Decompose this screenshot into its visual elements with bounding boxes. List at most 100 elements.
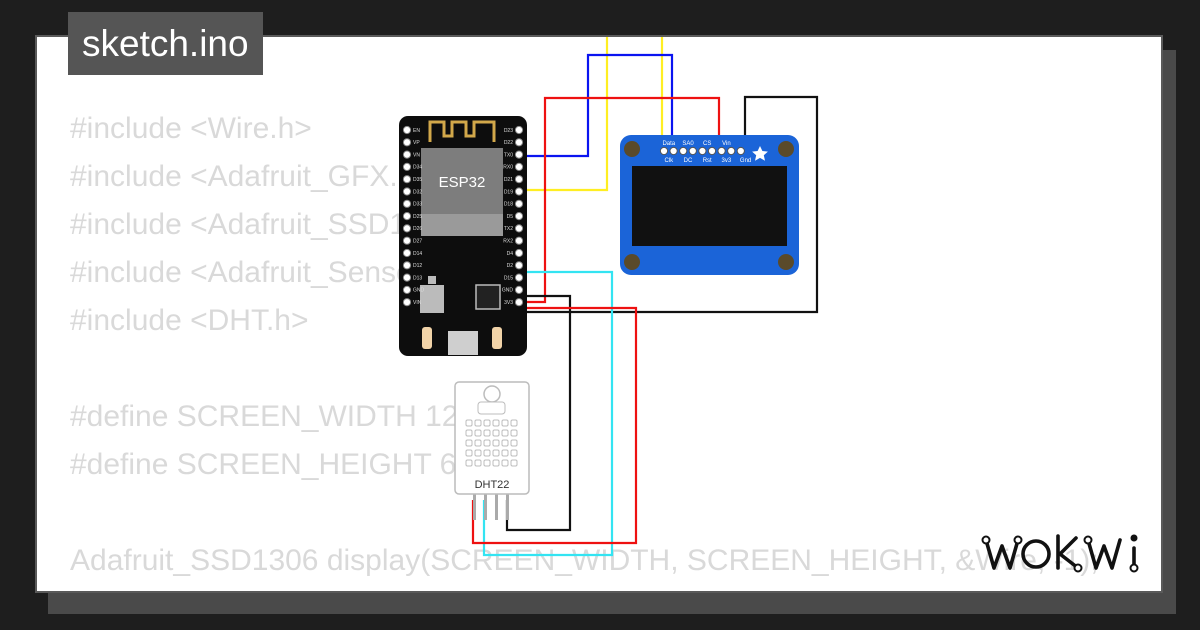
esp32-pin[interactable] (402, 175, 412, 184)
esp32-pin-label: D14 (413, 251, 422, 257)
oled-pin[interactable] (659, 146, 669, 156)
oled-pin-label: Gnd (740, 158, 751, 164)
wire-black[interactable] (519, 95, 819, 314)
vent-hole (483, 449, 491, 457)
esp32-pin[interactable] (514, 199, 524, 208)
esp32-pin[interactable] (402, 138, 412, 147)
esp32-pin-label: D33 (413, 202, 422, 208)
esp32-pin-label: D13 (413, 275, 422, 281)
esp32-pin[interactable] (402, 236, 412, 245)
esp32-pin-label: GND (413, 288, 425, 294)
esp32-pin-label: TX2 (504, 226, 513, 232)
esp32-pin[interactable] (402, 224, 412, 233)
oled-pin-label: CS (703, 141, 711, 147)
vent-hole (483, 429, 491, 437)
esp32-pin[interactable] (402, 187, 412, 196)
oled-pin[interactable] (679, 146, 688, 156)
esp32-pin[interactable] (514, 298, 524, 307)
esp32-pin-label: VIN (413, 300, 422, 306)
vent-hole (510, 449, 518, 457)
esp32-label: ESP32 (439, 174, 486, 191)
esp32-pin-label: TX0 (504, 152, 513, 158)
esp32-pin[interactable] (514, 285, 524, 294)
esp32-pin-label: D27 (413, 239, 422, 245)
esp32-board[interactable]: ESP32 ENVPVND34D35D32D33D25D26D27D14D12D… (399, 116, 527, 356)
oled-pin-label: 3v3 (722, 158, 732, 164)
esp32-pin[interactable] (402, 212, 412, 221)
esp32-pin-label: VP (413, 140, 420, 146)
project-card[interactable]: #include <Wire.h> #include <Adafruit_GFX… (35, 35, 1163, 593)
esp32-pin-label: D32 (413, 189, 422, 195)
vent-hole (465, 449, 473, 457)
esp32-pin[interactable] (402, 248, 412, 258)
oled-pin[interactable] (698, 146, 707, 156)
vent-hole (465, 439, 473, 447)
esp32-pin[interactable] (514, 248, 524, 258)
esp32-pin[interactable] (402, 285, 412, 294)
esp32-pin-label: D25 (413, 214, 422, 220)
esp32-pin[interactable] (402, 261, 412, 270)
esp32-pin[interactable] (514, 138, 524, 147)
esp32-pin[interactable] (402, 199, 412, 208)
oled-pin[interactable] (727, 146, 736, 156)
esp32-pin[interactable] (402, 125, 412, 135)
oled-pin-label: Vin (722, 141, 731, 147)
star-icon (752, 146, 768, 161)
esp32-pin-label: D21 (504, 177, 513, 183)
esp32-pin[interactable] (402, 150, 412, 159)
dht22-sensor[interactable]: DHT22 (454, 381, 530, 520)
esp32-pin[interactable] (402, 273, 412, 282)
oled-pin[interactable] (688, 146, 697, 156)
esp32-pin[interactable] (514, 273, 524, 282)
wire-cyan[interactable] (482, 270, 614, 557)
oled-pin[interactable] (736, 146, 745, 156)
vent-hole (492, 439, 500, 447)
wire-red[interactable] (471, 306, 638, 545)
oled-pin-label: DC (684, 158, 693, 164)
esp32-pin[interactable] (514, 150, 524, 159)
vent-hole (465, 459, 473, 467)
vent-hole (501, 449, 509, 457)
vent-hole (510, 419, 518, 427)
oled-pin[interactable] (707, 146, 717, 156)
code-line: Adafruit_SSD1306 display(SCREEN_WIDTH, S… (70, 544, 1099, 577)
esp32-pins-left: ENVPVND34D35D32D33D25D26D27D14D12D13GNDV… (402, 125, 425, 307)
vent-hole (510, 439, 518, 447)
wokwi-logo[interactable] (980, 528, 1150, 576)
esp32-pin[interactable] (402, 298, 412, 307)
file-name-label[interactable]: sketch.ino (68, 12, 263, 75)
vent-hole (510, 459, 518, 467)
oled-pin-label: Data (662, 141, 675, 147)
esp32-pin[interactable] (402, 162, 412, 171)
esp32-pin-label: D4 (507, 251, 514, 257)
oled-pin[interactable] (717, 146, 726, 156)
wire-yellow[interactable] (519, 37, 609, 192)
esp32-pin[interactable] (514, 212, 524, 221)
esp32-pin-label: D18 (504, 202, 513, 208)
esp32-pin[interactable] (514, 187, 524, 196)
esp32-pin[interactable] (514, 261, 524, 270)
vent-hole (474, 439, 482, 447)
esp32-pin[interactable] (514, 125, 524, 135)
esp32-pin[interactable] (514, 224, 524, 233)
wire-blue[interactable] (519, 53, 674, 158)
esp32-pin-label: D22 (504, 140, 513, 146)
esp32-pin-label: RX2 (503, 239, 513, 245)
esp32-pin-label: D26 (413, 226, 422, 232)
esp32-pin-label: EN (413, 128, 420, 134)
vent-hole (474, 429, 482, 437)
oled-pin-label: SA0 (682, 141, 694, 147)
antenna-trace (428, 120, 496, 142)
oled-pin-label: Clk (664, 158, 674, 164)
esp32-pin[interactable] (514, 162, 524, 171)
vent-hole (465, 419, 473, 427)
oled-pin[interactable] (669, 146, 678, 156)
code-line: #include <DHT.h> (70, 304, 309, 337)
esp32-pin[interactable] (514, 175, 524, 184)
code-line: #include <Adafruit_GFX.h> (70, 160, 432, 193)
esp32-pin[interactable] (514, 236, 524, 245)
esp32-pin-label: D35 (413, 177, 422, 183)
code-line: #define SCREEN_HEIGHT 64 (70, 448, 473, 481)
wire-red[interactable] (519, 96, 721, 304)
